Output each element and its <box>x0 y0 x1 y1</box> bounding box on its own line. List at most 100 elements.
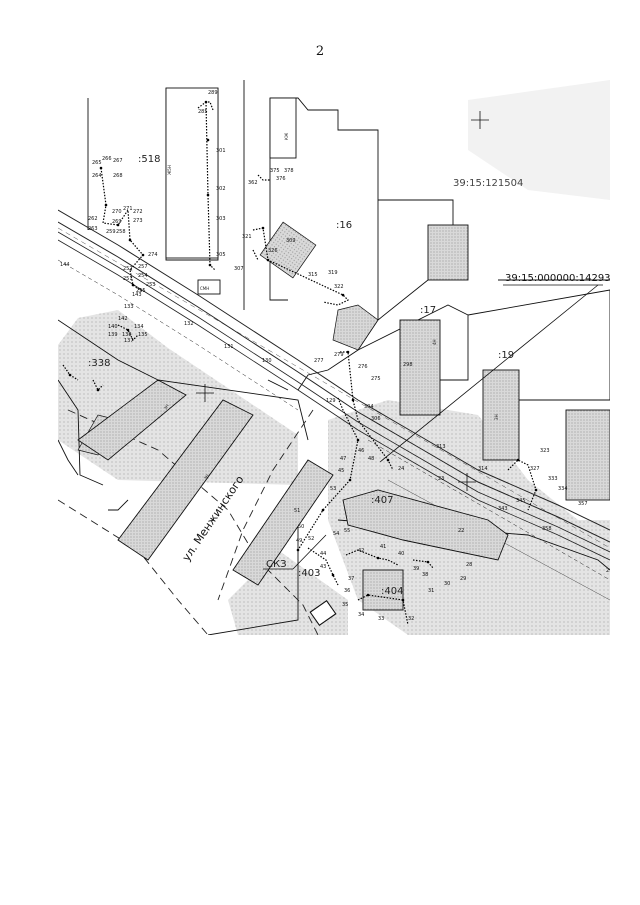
cadastral-map: :518 :16 :17 :19 :338 :407 :403 :404 39:… <box>58 80 610 635</box>
point-label: 321 <box>242 234 252 240</box>
point-label: 50 <box>298 524 304 530</box>
point-label: 22 <box>458 528 464 534</box>
point-label: 36 <box>344 588 350 594</box>
point-label: 362 <box>248 180 258 186</box>
building-label: 4Н <box>432 339 437 345</box>
point-label: 263 <box>88 226 98 232</box>
point-label: 140 <box>108 324 118 330</box>
parcel-label-403: :403 <box>298 568 320 579</box>
point-label: 32 <box>408 616 414 622</box>
point-label: 47 <box>340 456 346 462</box>
point-label: 52 <box>308 536 314 542</box>
point-label: 40 <box>398 551 404 557</box>
point-label: 129 <box>326 398 336 404</box>
point-label: 251 <box>123 276 133 282</box>
point-label: 289 <box>208 90 218 96</box>
cadastral-block-number: 39:15:121504 <box>453 178 523 189</box>
page-number: 2 <box>315 44 325 59</box>
point-label: 23 <box>438 476 444 482</box>
point-label: 327 <box>530 466 540 472</box>
main-road <box>58 209 610 601</box>
point-label: 41 <box>380 544 386 550</box>
building-label: Ж5Н <box>167 165 172 175</box>
point-label: 21 <box>606 568 610 574</box>
point-label: 42 <box>358 548 364 554</box>
point-label: 34 <box>358 612 364 618</box>
point-label: 55 <box>344 528 350 534</box>
point-label: 267 <box>113 158 123 164</box>
point-label: 258 <box>116 229 126 235</box>
point-label: 45 <box>338 468 344 474</box>
point-label: 133 <box>124 304 134 310</box>
point-label: 24 <box>398 466 404 472</box>
legend-mark-skz: СКЗ <box>266 559 287 570</box>
point-label: 143 <box>132 292 142 298</box>
point-label: 257 <box>138 264 148 270</box>
point-label: 271 <box>123 206 133 212</box>
point-label: 298 <box>403 362 413 368</box>
point-label: 54 <box>333 531 339 537</box>
point-label: 262 <box>88 216 98 222</box>
legend-leader <box>292 534 327 570</box>
point-label: 326 <box>268 248 278 254</box>
buildings <box>77 87 610 627</box>
point-label: 375 <box>270 168 280 174</box>
parcel-label-17: :17 <box>420 305 436 316</box>
point-label: 277 <box>314 358 324 364</box>
point-label: 51 <box>294 508 300 514</box>
point-label: 135 <box>138 332 148 338</box>
building-label: ЗН <box>494 414 499 420</box>
point-label: 33 <box>378 616 384 622</box>
building-label: СМН <box>200 286 209 291</box>
point-label: 269 <box>112 219 122 225</box>
point-label: 322 <box>334 284 344 290</box>
point-label: 305 <box>216 252 226 258</box>
point-label: 38 <box>422 572 428 578</box>
building-label: КЖ <box>284 132 289 140</box>
point-label: 48 <box>368 456 374 462</box>
point-label: 264 <box>92 173 102 179</box>
point-label: 144 <box>60 262 70 268</box>
point-label: 378 <box>284 168 294 174</box>
grid-crosses <box>196 111 489 491</box>
parcel-label-19: :19 <box>498 350 514 361</box>
point-label: 266 <box>102 156 112 162</box>
point-label: 53 <box>330 486 336 492</box>
point-label: 49 <box>296 538 302 544</box>
point-label: 139 <box>108 332 118 338</box>
point-label: 131 <box>224 344 234 350</box>
point-label: 270 <box>112 209 122 215</box>
parcel-label-338: :338 <box>88 358 110 369</box>
point-label: 31 <box>428 588 434 594</box>
point-label: 132 <box>184 321 194 327</box>
point-number-labels: 265 264 266 267 268 271 272 273 270 269 … <box>60 90 610 622</box>
point-label: 315 <box>308 272 318 278</box>
parcel-label-518: :518 <box>138 154 160 165</box>
point-label: 130 <box>262 358 272 364</box>
point-label: 273 <box>133 218 143 224</box>
point-label: 314 <box>478 466 488 472</box>
point-label: 30 <box>444 581 450 587</box>
point-label: 304 <box>364 404 374 410</box>
point-label: 285 <box>198 109 208 115</box>
point-label: 28 <box>466 562 472 568</box>
point-label: 343 <box>498 506 508 512</box>
parcel-label-16: :16 <box>336 220 352 231</box>
point-label: 35 <box>342 602 348 608</box>
point-label: 357 <box>578 501 588 507</box>
point-label: 252 <box>123 266 133 272</box>
point-label: 323 <box>540 448 550 454</box>
point-label: 254 <box>138 273 148 279</box>
point-label: 138 <box>122 332 132 338</box>
map-svg: :518 :16 :17 :19 :338 :407 :403 :404 39:… <box>58 80 610 635</box>
survey-points <box>68 100 538 602</box>
point-label: 307 <box>234 266 244 272</box>
side-street <box>58 409 319 635</box>
point-label: 259 <box>106 229 116 235</box>
point-label: 334 <box>558 486 568 492</box>
building-label: ЗН <box>163 403 170 410</box>
point-label: 301 <box>216 148 226 154</box>
point-label: 265 <box>92 160 102 166</box>
point-label: 44 <box>320 551 326 557</box>
point-label: 39 <box>413 566 419 572</box>
